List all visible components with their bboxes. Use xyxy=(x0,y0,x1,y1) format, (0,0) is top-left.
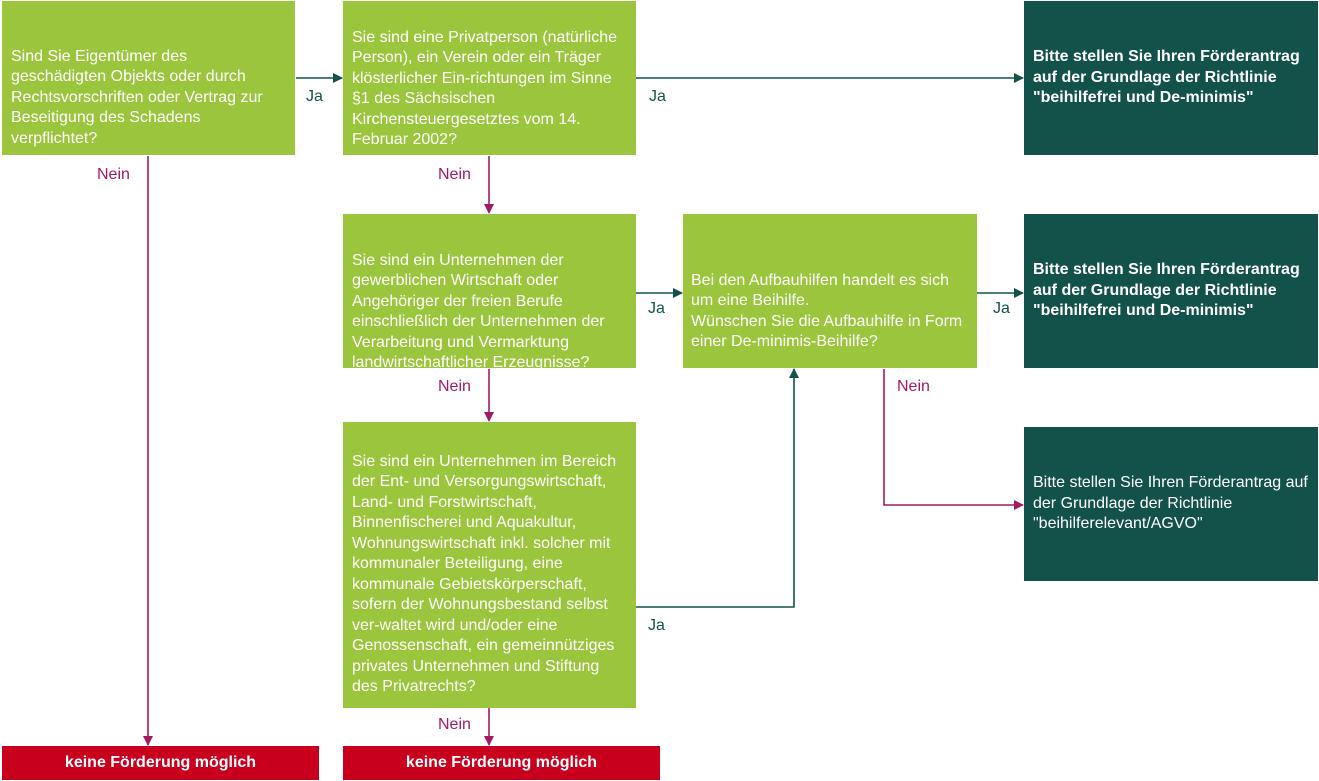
question-owner-box: Sind Sie Eigentümer des geschädigten Obj… xyxy=(2,1,295,155)
result-beihilfefrei-top-box: Bitte stellen Sie Ihren Förderantrag auf… xyxy=(1024,1,1318,155)
question-sector-text: Sie sind ein Unternehmen im Bereich der … xyxy=(352,452,617,696)
result-beihilfefrei-mid-text: Bitte stellen Sie Ihren Förderantrag auf… xyxy=(1033,261,1300,320)
no-funding-mid-box: keine Förderung möglich xyxy=(343,746,660,780)
ja-label-business: Ja xyxy=(648,300,665,317)
question-private-box: Sie sind eine Privatperson (natürliche P… xyxy=(343,1,636,155)
nein-label-deminimis: Nein xyxy=(897,378,930,395)
nein-label-sector: Nein xyxy=(438,716,471,733)
result-beihilfefrei-mid-box: Bitte stellen Sie Ihren Förderantrag auf… xyxy=(1024,214,1318,368)
result-agvo-text: Bitte stellen Sie Ihren Förderantrag auf… xyxy=(1033,474,1308,533)
result-agvo-box: Bitte stellen Sie Ihren Förderantrag auf… xyxy=(1024,427,1318,581)
question-deminimis-text: Bei den Aufbauhilfen handelt es sich um … xyxy=(691,271,963,351)
no-funding-mid-text: keine Förderung möglich xyxy=(405,753,598,771)
question-sector-box: Sie sind ein Unternehmen im Bereich der … xyxy=(343,422,636,708)
ja-label-deminimis: Ja xyxy=(993,300,1010,317)
question-owner-text: Sind Sie Eigentümer des geschädigten Obj… xyxy=(11,47,263,147)
nein-label-owner: Nein xyxy=(97,166,130,183)
no-funding-left-box: keine Förderung möglich xyxy=(2,746,319,780)
ja-arrow-sector-to-deminimis xyxy=(636,368,799,608)
question-private-text: Sie sind eine Privatperson (natürliche P… xyxy=(352,28,618,149)
no-funding-left-text: keine Förderung möglich xyxy=(64,753,257,771)
question-business-box: Sie sind ein Unternehmen der gewerbliche… xyxy=(343,214,636,371)
ja-label-sector: Ja xyxy=(648,617,665,634)
ja-label-private: Ja xyxy=(649,88,666,105)
question-business-text: Sie sind ein Unternehmen der gewerbliche… xyxy=(352,251,605,372)
result-beihilfefrei-top-text: Bitte stellen Sie Ihren Förderantrag auf… xyxy=(1033,48,1300,107)
nein-label-business: Nein xyxy=(438,378,471,395)
question-deminimis-box: Bei den Aufbauhilfen handelt es sich um … xyxy=(683,214,977,368)
nein-label-private: Nein xyxy=(438,166,471,183)
ja-label-owner: Ja xyxy=(306,88,323,105)
